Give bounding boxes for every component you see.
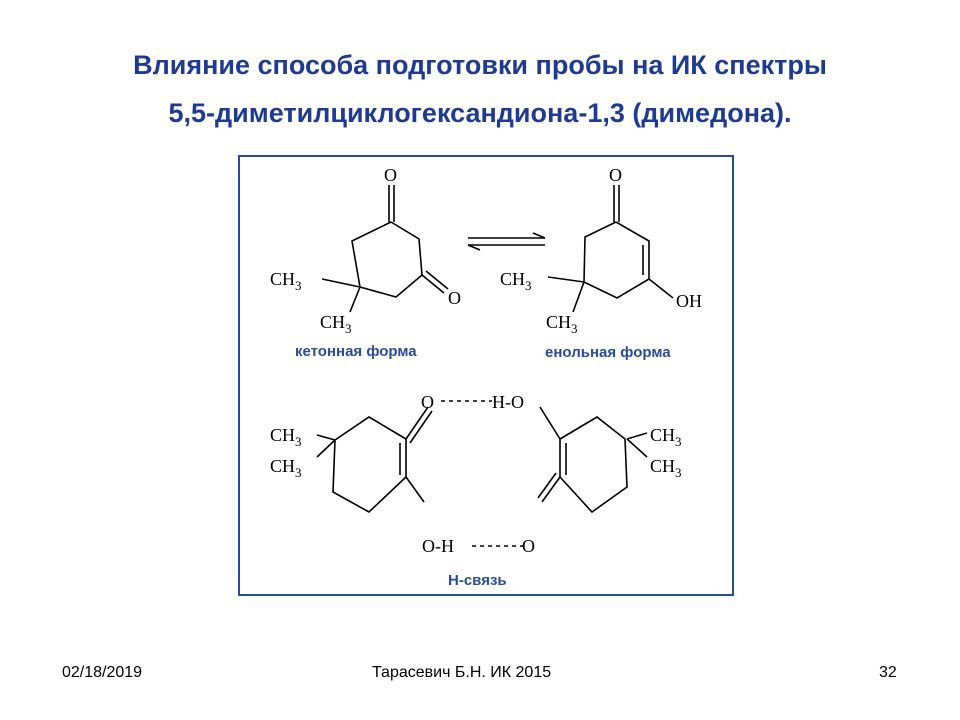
enol-methyl-1: CH3 (500, 269, 532, 293)
dimer-right-co-bond-2 (537, 472, 557, 499)
structures-svg: O O CH3 CH3 кетонная форма O OH CH3 CH3 … (270, 165, 702, 589)
enol-methyl-bond-2 (572, 281, 585, 313)
keto-methyl-1: CH3 (270, 269, 302, 293)
enol-hydroxyl: OH (676, 291, 702, 311)
dimer-left-methyl-1: CH3 (270, 425, 302, 449)
keto-co-bond-right-2 (425, 270, 449, 290)
dimer-left-co-bond-1 (405, 406, 429, 440)
dimer-right-carbonyl-oxygen: O (522, 536, 535, 556)
enol-methyl-2: CH3 (546, 312, 578, 336)
slide-title-line-2: 5,5-диметилциклогександиона-1,3 (димедон… (168, 98, 792, 128)
keto-co-bond-right-1 (421, 274, 445, 294)
dimer-right-ring (559, 416, 628, 514)
enol-oxygen-top: O (609, 165, 622, 185)
equilibrium-arrowhead-forward (532, 232, 546, 239)
dimer-left-methyl-bond-1 (316, 434, 336, 441)
dimer-right-hydroxyl: H-O (492, 392, 524, 412)
keto-form-caption: кетонная форма (295, 343, 417, 360)
equilibrium-arrowhead-back (467, 244, 481, 251)
keto-oxygen-right: O (448, 288, 461, 308)
dimer-left-hydroxyl: O-H (422, 536, 454, 556)
dimer-left-oh-bond (405, 476, 425, 503)
dimer-right-methyl-bond-1 (626, 432, 648, 440)
dimedone-structures-figure: O O CH3 CH3 кетонная форма O OH CH3 CH3 … (238, 155, 734, 596)
dimer-left-methyl-2: CH3 (270, 456, 302, 480)
footer-page-number: 32 (879, 664, 897, 681)
keto-oxygen-top: O (384, 165, 397, 185)
enol-methyl-bond-1 (547, 276, 585, 283)
dimer-right-methyl-2: CH3 (650, 456, 682, 480)
dimer-left-carbonyl-oxygen: O (421, 392, 434, 412)
keto-methyl-2: CH3 (320, 312, 352, 336)
enol-form-caption: енольная форма (545, 344, 671, 361)
dimer-right-co-bond-1 (541, 476, 561, 503)
keto-ring (351, 221, 423, 298)
dimer-right-oh-bond (539, 406, 561, 440)
footer-author: Тарасевич Б.Н. ИК 2015 (372, 664, 552, 681)
footer-date: 02/18/2019 (62, 664, 143, 681)
slide-title-line-1: Влияние способа подготовки пробы на ИК с… (133, 50, 827, 80)
keto-methyl-bond-2 (349, 286, 361, 313)
enol-oh-bond (648, 278, 674, 299)
dimer-left-co-bond-2 (409, 410, 433, 444)
dimer-left-ring (332, 416, 407, 513)
enol-ring (583, 221, 650, 299)
dimer-right-methyl-bond-2 (626, 438, 648, 458)
hydrogen-bond-caption: Н-связь (448, 572, 507, 589)
dimer-left-methyl-bond-2 (316, 439, 336, 458)
keto-methyl-bond-1 (321, 278, 361, 288)
dimer-right-methyl-1: CH3 (650, 425, 682, 449)
